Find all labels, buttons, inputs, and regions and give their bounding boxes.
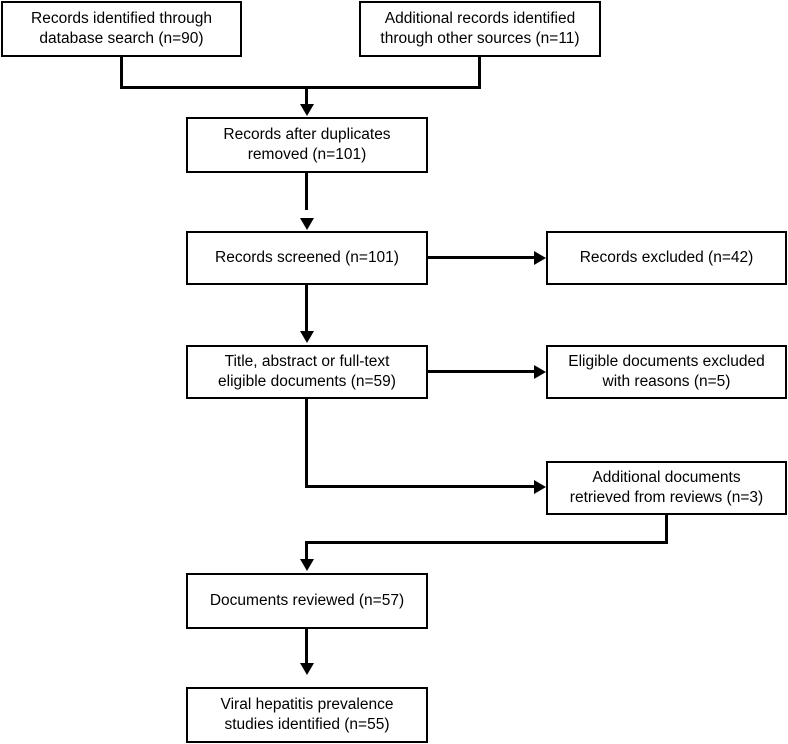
arrowhead-into-additional-retrieved	[534, 480, 546, 494]
node-other-sources: Additional records identified through ot…	[359, 1, 601, 57]
connector-duplicates-to-screened	[305, 172, 308, 210]
node-duplicates-removed-label: Records after duplicates removed (n=101)	[223, 125, 391, 163]
connector-eligible-down-to-additional	[305, 398, 308, 488]
node-additional-retrieved-label: Additional documents retrieved from revi…	[569, 468, 764, 506]
arrowhead-into-records-screened	[300, 218, 314, 230]
node-records-screened: Records screened (n=101)	[186, 231, 428, 285]
connector-eligible-to-excluded	[428, 370, 538, 373]
connector-other-sources-stub	[478, 56, 481, 89]
node-other-sources-label: Additional records identified through ot…	[380, 9, 580, 47]
connector-reviewed-to-identified	[305, 629, 308, 667]
node-records-excluded: Records excluded (n=42)	[546, 231, 787, 285]
node-database-search: Records identified through database sear…	[1, 1, 242, 57]
connector-merge-to-duplicates	[305, 86, 308, 106]
node-records-excluded-label: Records excluded (n=42)	[579, 248, 754, 266]
arrowhead-into-documents-reviewed	[300, 559, 314, 571]
node-eligible-documents-label: Title, abstract or full-text eligible do…	[218, 352, 396, 390]
connector-screened-to-excluded	[428, 256, 538, 259]
connector-additional-to-reviewed	[305, 541, 308, 561]
connector-merge-bar	[120, 86, 481, 89]
connector-additional-down	[665, 514, 668, 543]
node-database-search-label: Records identified through database sear…	[31, 9, 212, 47]
arrowhead-into-eligible-documents	[300, 331, 314, 343]
node-eligible-documents: Title, abstract or full-text eligible do…	[186, 345, 428, 399]
node-duplicates-removed: Records after duplicates removed (n=101)	[186, 117, 428, 173]
node-studies-identified-label: Viral hepatitis prevalence studies ident…	[220, 695, 394, 733]
arrowhead-into-duplicates-removed	[300, 104, 314, 116]
connector-eligible-right-to-additional	[305, 485, 538, 488]
node-documents-reviewed: Documents reviewed (n=57)	[186, 573, 428, 629]
node-additional-retrieved: Additional documents retrieved from revi…	[546, 461, 787, 515]
arrowhead-into-studies-identified	[300, 663, 314, 675]
node-studies-identified: Viral hepatitis prevalence studies ident…	[186, 687, 428, 743]
arrowhead-into-eligible-excluded	[534, 365, 546, 379]
connector-additional-left	[305, 541, 668, 544]
node-eligible-excluded: Eligible documents excluded with reasons…	[546, 345, 787, 399]
node-eligible-excluded-label: Eligible documents excluded with reasons…	[568, 352, 765, 390]
node-records-screened-label: Records screened (n=101)	[215, 248, 399, 266]
connector-database-search-stub	[120, 56, 123, 89]
node-documents-reviewed-label: Documents reviewed (n=57)	[209, 591, 405, 609]
arrowhead-into-records-excluded	[534, 251, 546, 265]
connector-screened-to-eligible	[305, 285, 308, 331]
